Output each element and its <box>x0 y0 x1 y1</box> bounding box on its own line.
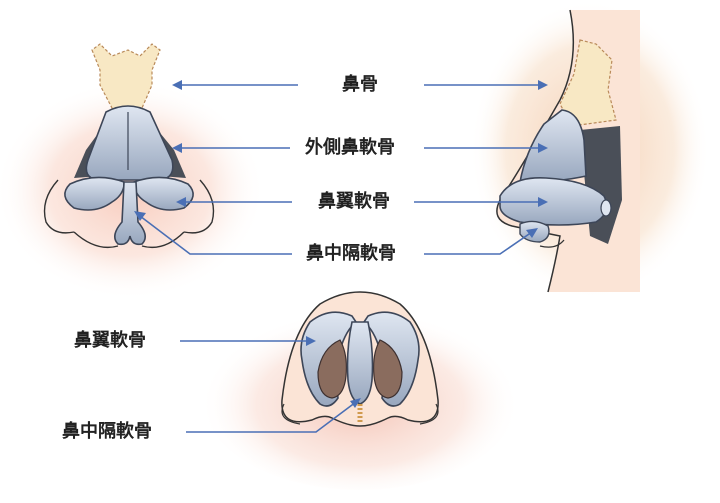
arrowhead-septal-side <box>526 228 538 238</box>
front-nostril-base <box>73 231 185 249</box>
pointer-arrows <box>134 80 548 433</box>
side-nasal-bone <box>559 39 617 127</box>
label-septal-cartilage-bottom: 鼻中隔軟骨 <box>62 421 152 442</box>
bottom-view <box>200 291 520 490</box>
arrowhead-alar-front <box>176 197 186 207</box>
arrowhead-nasal-bone-front <box>172 80 182 90</box>
arrowhead-septal-bottom <box>350 398 361 408</box>
side-profile-outline <box>496 9 575 293</box>
front-skin-outline-left <box>43 179 75 234</box>
arrow-septal-bottom <box>186 401 357 433</box>
front-view <box>0 43 265 300</box>
side-sesamoid <box>600 199 612 217</box>
side-nostril-line <box>539 239 565 248</box>
bottom-nostril-right <box>373 339 403 399</box>
label-septal-cartilage-top: 鼻中隔軟骨 <box>306 243 396 264</box>
arrowhead-alar-side <box>538 197 548 207</box>
side-view <box>470 0 710 300</box>
label-nasal-bone: 鼻骨 <box>342 74 378 95</box>
arrowhead-alar-bottom <box>306 336 316 346</box>
bottom-nostril-left <box>317 339 347 399</box>
label-alar-cartilage-top: 鼻翼軟骨 <box>318 191 390 212</box>
front-upper-lateral-cartilage <box>85 105 174 181</box>
arrowhead-ulc-front <box>172 143 182 153</box>
front-alar-left <box>64 176 125 211</box>
arrowhead-septal-front <box>134 211 146 221</box>
bottom-skin-crease <box>281 403 439 425</box>
arrowhead-ulc-side <box>538 143 548 153</box>
bottom-septum <box>346 321 374 405</box>
arrowhead-nasal-bone-side <box>538 80 548 90</box>
arrow-septal-side <box>424 231 533 255</box>
label-upper-lateral-cartilage: 外側鼻軟骨 <box>305 137 395 158</box>
front-septum <box>114 181 146 246</box>
front-skin-outline-right <box>183 179 215 234</box>
label-alar-cartilage-bottom: 鼻翼軟骨 <box>74 330 146 351</box>
arrow-septal-front <box>139 215 292 255</box>
